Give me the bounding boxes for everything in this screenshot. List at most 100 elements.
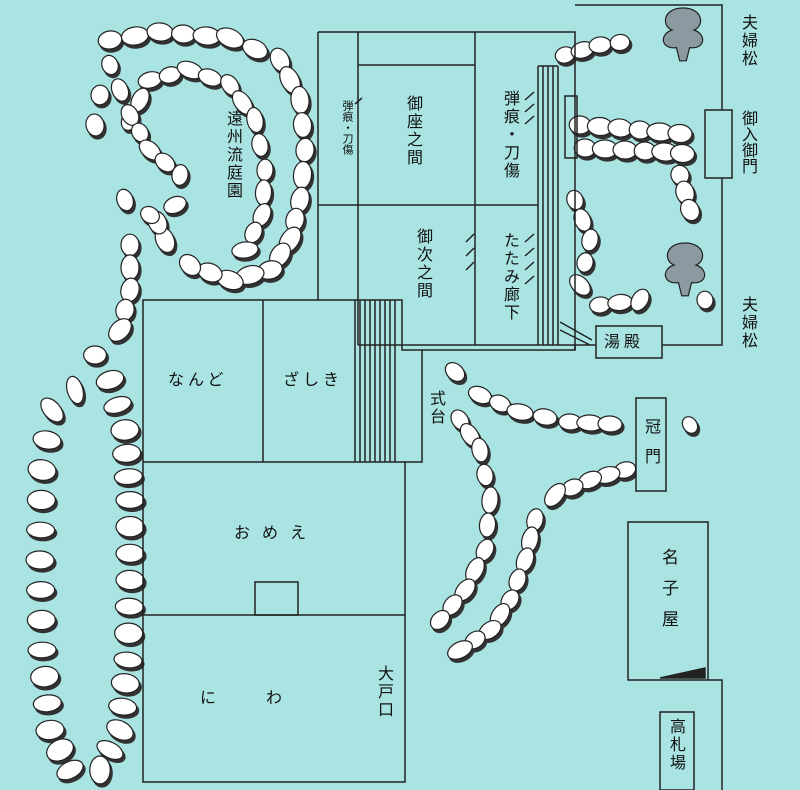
stepping-stone [112,443,142,463]
stepping-stone [65,375,85,405]
garden-stones [25,22,714,785]
stepping-stone [30,665,60,688]
stepping-stone [120,254,140,281]
label-dankon-touken: 弾痕・刀傷 [501,90,520,180]
stepping-stone [532,408,558,426]
stepping-stone [27,641,57,659]
stepping-stone [26,521,56,539]
stepping-stone [246,106,264,134]
label-kanmuri-mon: 冠門 [642,418,661,478]
stepping-stone [696,290,714,310]
stepping-stone [481,486,499,514]
stepping-stone [681,416,699,434]
room-omee: おめえ [234,523,319,542]
stepping-stone [444,362,466,382]
pine-icon [662,7,704,62]
pine-icon [664,242,706,297]
stepping-stone [114,597,144,616]
stepping-stone [447,640,473,660]
stepping-stone [116,188,134,212]
label-meoto-matsu-top: 夫婦松 [739,14,758,68]
stepping-stone [97,30,123,50]
label-dankon-touken-small: 弾痕・刀傷 [341,100,354,155]
stepping-stone [429,609,451,631]
label-enshu-teien: 遠州流庭園 [224,110,243,200]
stepping-stone [25,550,55,570]
stepping-stone [106,719,134,741]
label-o-iri-gomon: 御入御門 [739,110,758,174]
stepping-stone [667,123,693,144]
stepping-stone [290,85,310,115]
stepping-stone [254,179,273,206]
stepping-stone [170,24,196,44]
stepping-stone [110,419,140,441]
stepping-stone [113,651,143,669]
stepping-stone [26,609,56,631]
label-yudono: 湯殿 [604,332,645,351]
building-walls [142,4,733,790]
stepping-stone [40,397,64,423]
room-niwa: にわ [200,688,333,707]
stepping-stone [140,205,160,225]
stepping-stone [295,137,315,163]
stepping-stone [35,719,65,741]
stepping-stone [113,468,143,486]
stepping-stone [101,54,119,76]
pine-trees [662,7,706,297]
stepping-stone [478,512,497,538]
stepping-stone [251,133,269,157]
stepping-stone [89,755,111,785]
stepping-stone [110,673,140,694]
stepping-stone [679,198,701,222]
label-nagoya: 名子屋 [658,548,678,641]
stepping-stone [26,580,56,600]
stepping-stone [46,738,74,762]
stepping-stone [83,345,108,365]
stepping-stone [110,78,130,102]
label-ooto-guchi: 大戸口 [375,665,394,719]
stepping-stone [56,759,84,781]
stepping-stone [103,395,132,415]
stepping-stone [609,33,631,52]
stepping-stone [471,437,489,463]
stepping-stone [146,22,174,42]
stepping-stone [544,482,566,508]
stepping-stone [576,252,594,273]
stepping-stone [95,369,125,391]
stepping-stone [108,697,138,716]
stepping-stone [292,112,313,138]
stepping-stone [581,228,599,252]
stepping-stone [171,164,189,186]
stepping-stone [256,158,274,182]
stepping-stone [476,463,494,487]
stepping-stone [607,293,633,312]
stepping-stone [120,233,140,257]
stepping-stone [96,740,124,760]
stepping-stone [32,430,62,450]
label-meoto-matsu-bottom: 夫婦松 [739,296,758,350]
stepping-stone [115,515,145,538]
stepping-stone [178,253,202,277]
stepping-stone [114,622,144,645]
label-kosatsuba: 高札場 [667,718,686,772]
stepping-stone [231,241,259,259]
label-tatami-rouka: たたみ廊下 [501,232,520,322]
room-goza-no-ma: 御座之間 [404,95,423,167]
stepping-stone [215,27,245,49]
stepping-stone [26,489,56,511]
stepping-stone [241,38,269,60]
stepping-stone [32,694,62,713]
stepping-stone [630,288,650,312]
room-tsugi-no-ma: 御次之間 [414,228,433,300]
stepping-stone [108,318,132,342]
room-zashiki: ざしき [283,370,344,389]
stepping-stone [597,415,623,433]
stepping-stone [27,459,57,481]
stepping-stone [90,84,110,106]
stepping-stone [163,195,187,215]
stepping-stone [569,274,591,296]
stepping-stone [115,543,145,563]
room-nando: なんど [168,370,228,389]
